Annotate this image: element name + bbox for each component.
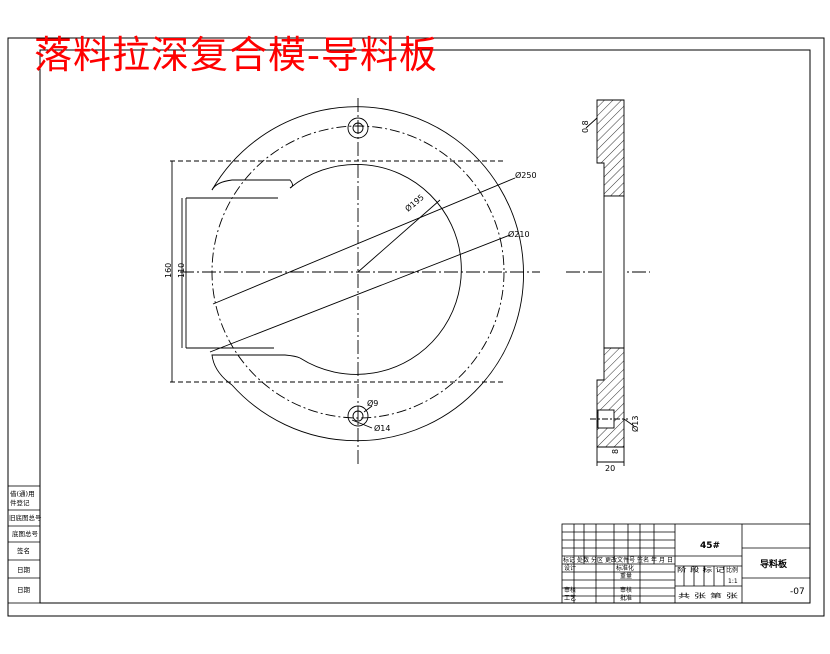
side-row-7: 日期 (17, 586, 31, 594)
left-notch-lower (211, 354, 301, 386)
dim-d13: Ø13 (630, 416, 640, 432)
header-row: 标记 处数 分区 更改文件号 签名 年 月 日 (563, 556, 673, 564)
section-bottom-block (596, 347, 625, 448)
side-row-1: 借(通)用 (10, 489, 35, 498)
process-label: 工艺 (564, 594, 576, 602)
plan-view (170, 98, 540, 465)
stage-label: 阶 段 标 记 (677, 566, 725, 574)
side-row-2: 件登记 (10, 498, 30, 507)
part-name: 导料板 (760, 558, 788, 570)
bottom-hole-inner (352, 410, 364, 422)
dim-d250: Ø250 (515, 170, 537, 180)
side-row-5: 签名 (17, 546, 30, 555)
dim-d195: Ø195 (403, 192, 426, 214)
material: 45# (700, 541, 720, 551)
dim-08: 0.8 (581, 120, 590, 133)
section-top-block (596, 99, 625, 197)
leader-d195 (357, 199, 441, 273)
drawing-title: 落料拉深复合模-导料板 (34, 33, 438, 77)
leader-d14 (351, 419, 373, 429)
side-panel (7, 485, 41, 604)
check-label: 审核 (564, 586, 576, 594)
audit-label: 审核 (620, 586, 632, 594)
scale-value: 1:1 (728, 578, 738, 585)
dim-160: 160 (164, 263, 173, 278)
outer-frame (7, 37, 825, 617)
dim-8: 8 (611, 449, 620, 454)
left-notch-upper (211, 179, 293, 191)
weight-label: 重量 (620, 572, 632, 580)
scale-label: 比例 (726, 566, 738, 574)
leader-d210 (209, 234, 511, 353)
drawing-number: -07 (790, 587, 805, 597)
dim-20: 20 (605, 464, 615, 473)
leader-d250 (212, 177, 516, 305)
approve-label: 批准 (620, 594, 632, 602)
bolt-circle (211, 125, 505, 419)
section-view (566, 99, 650, 466)
bottom-hole-outer (347, 405, 369, 427)
outer-contour-arc (211, 106, 524, 442)
inner-frame (39, 49, 811, 604)
dim-110: 110 (177, 263, 186, 278)
side-row-6: 日期 (17, 566, 31, 574)
inner-opening-arc (289, 164, 462, 375)
section-plate (603, 195, 625, 349)
dim-d9: Ø9 (367, 398, 378, 408)
side-row-4: 底图总号 (12, 529, 39, 538)
side-row-3: 旧底图总号 (9, 513, 42, 522)
title-block-grid (561, 523, 811, 604)
dim-d14: Ø14 (374, 423, 390, 433)
design-label: 设计 (564, 564, 576, 572)
leader-d9 (363, 405, 373, 413)
dim-d210: Ø210 (508, 229, 530, 239)
sheets-label: 共 张 第 张 (678, 592, 738, 600)
top-hole-inner (352, 122, 364, 134)
leader-08 (585, 117, 598, 129)
standardize-label: 标准化 (616, 564, 634, 572)
top-hole-outer (347, 117, 369, 139)
leader-d13 (623, 418, 635, 427)
